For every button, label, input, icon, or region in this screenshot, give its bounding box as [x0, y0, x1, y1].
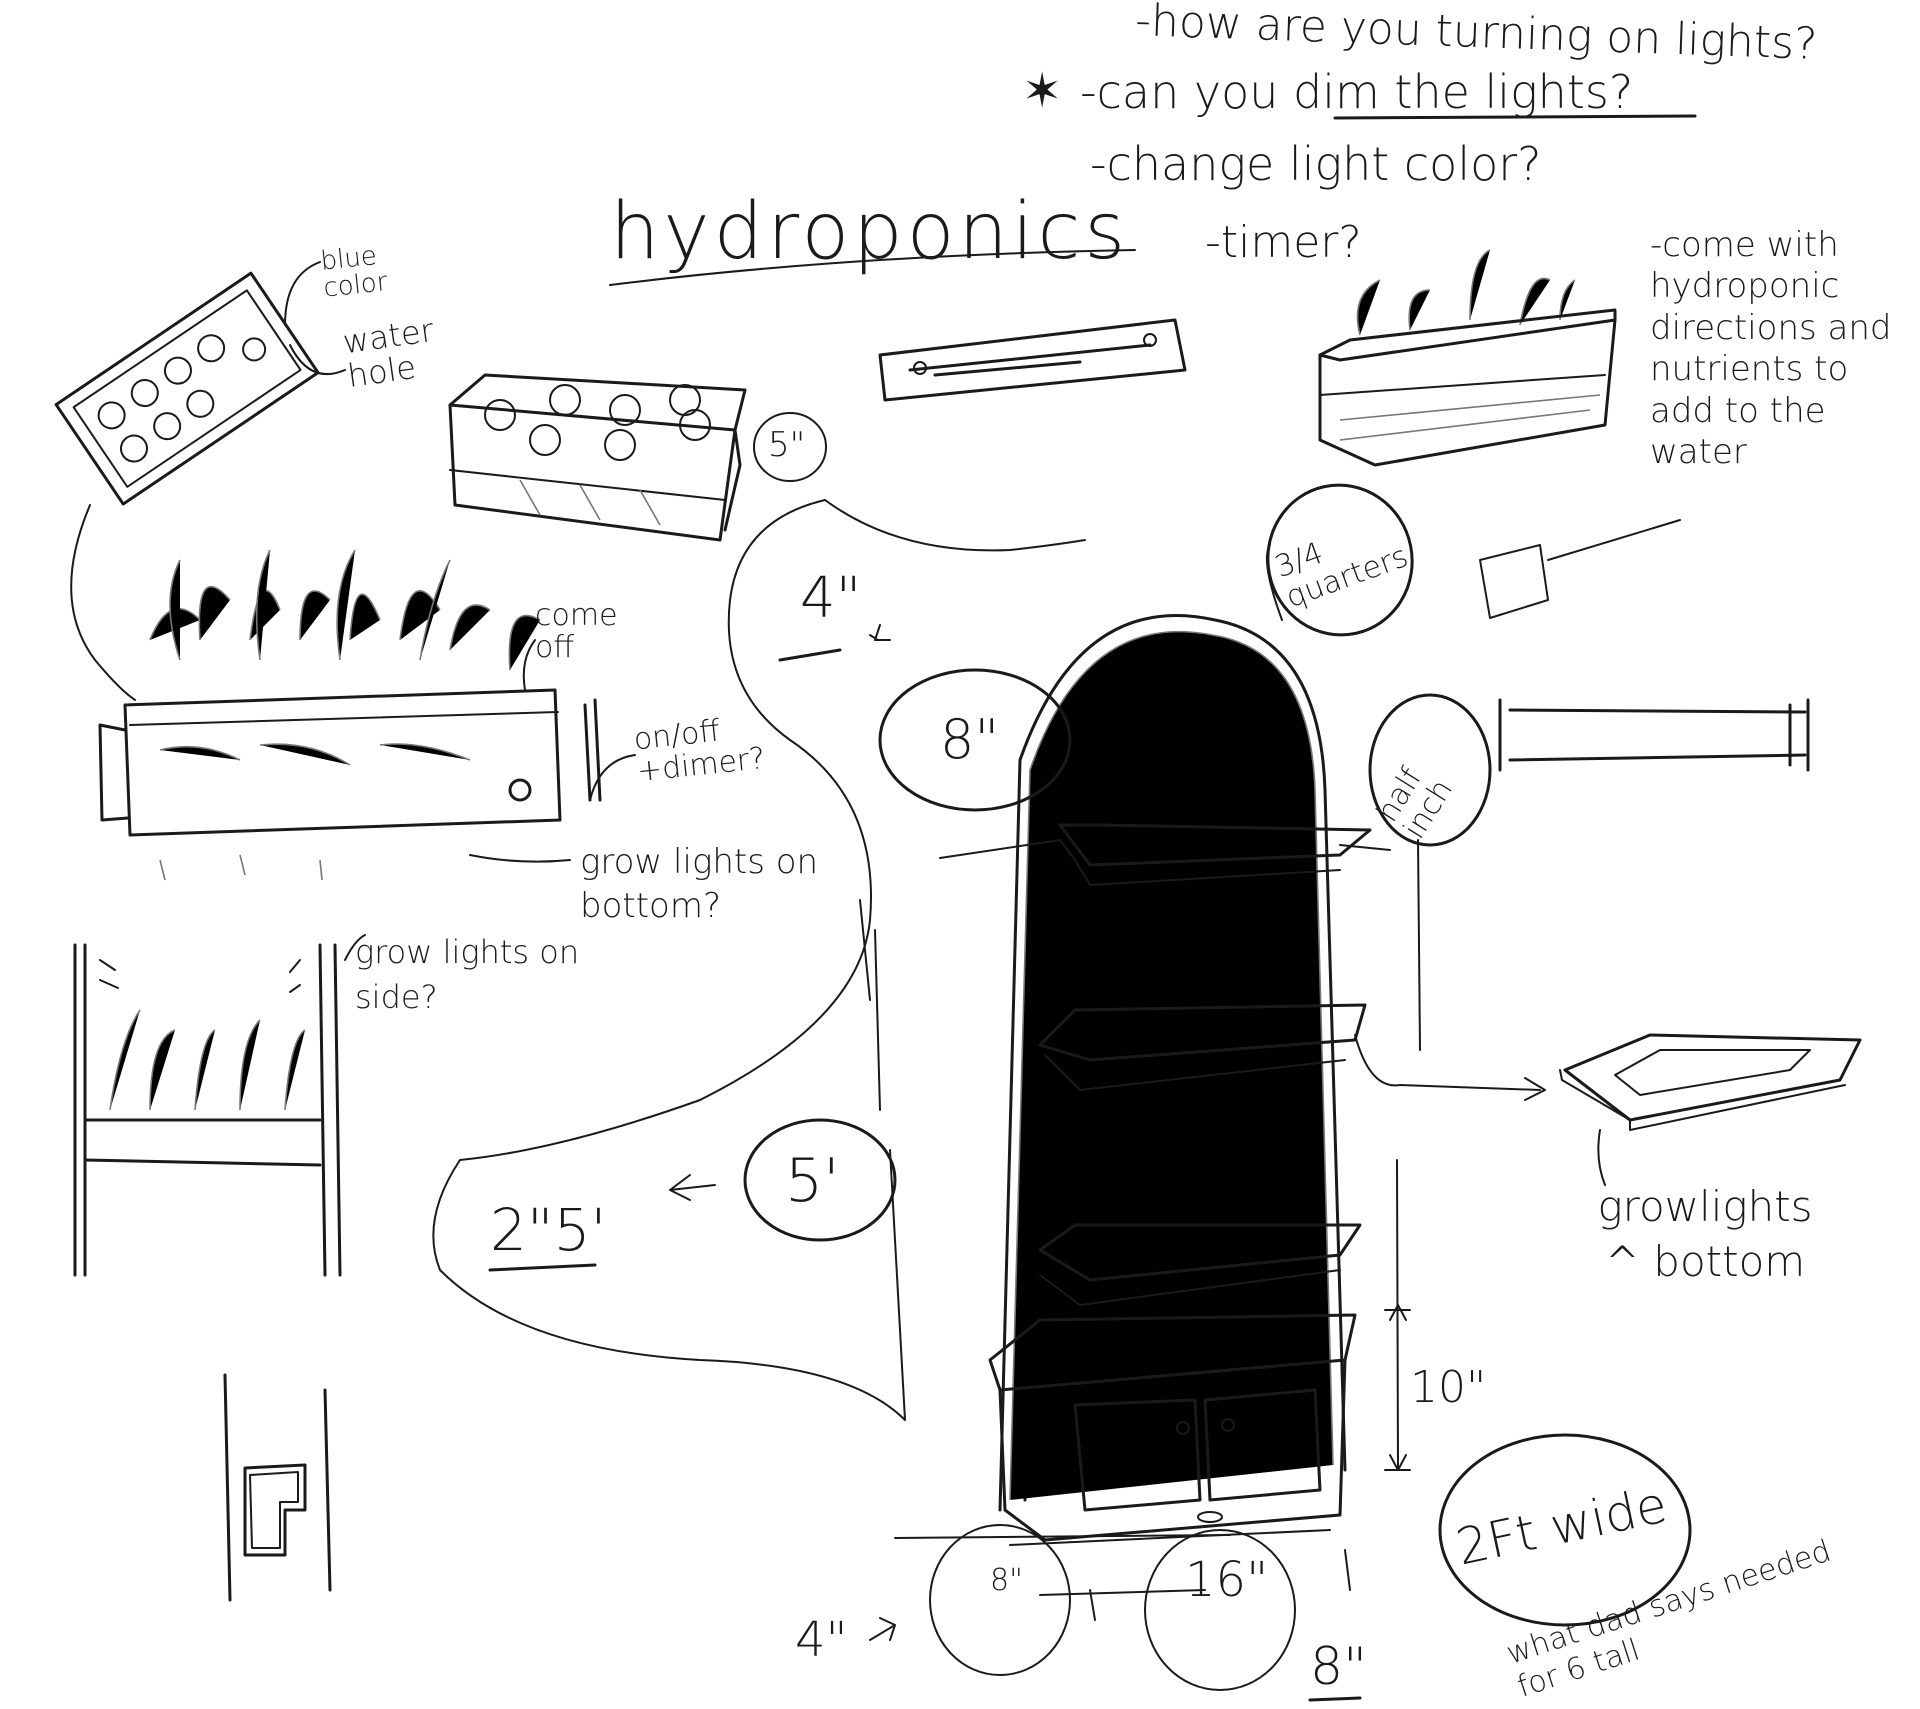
sixteen-tick-right [1344, 1549, 1351, 1591]
five-ft-arrow [669, 1174, 716, 1201]
dimension-10-line [1384, 1159, 1411, 1471]
star-mark: ✶ [1022, 63, 1063, 119]
water-hole-leader [289, 344, 346, 375]
four-inch-bottom-arrow [869, 1617, 896, 1641]
planter-top-view [54, 271, 320, 506]
label-come-with: -come with hydroponic directions and nut… [1650, 225, 1892, 473]
planter-link-curve [70, 504, 136, 701]
ellipse-half-inch [1368, 693, 1492, 847]
label-eight-inch: 8" [940, 708, 1000, 771]
arched-shelf-unit [939, 614, 1391, 1546]
question-timer: -timer? [1205, 217, 1362, 268]
question-dim-lights: -can you dim the lights? [1080, 65, 1634, 119]
label-five-ft: 5' [785, 1146, 840, 1216]
bottom-dimension-line [894, 1534, 1231, 1596]
planter-3d-right [1318, 249, 1617, 467]
outline-blob [432, 499, 906, 1421]
shelf-to-tray-arrowhead [1524, 1077, 1546, 1101]
label-eight-bottom: 8" [1310, 1637, 1368, 1697]
label-eight-small: 8" [990, 1563, 1023, 1598]
eight-inch-arrow [869, 624, 891, 641]
dim-underline [1333, 114, 1697, 120]
half-inch-leader [1417, 839, 1421, 1051]
label-come-off: come off [535, 598, 618, 665]
question-light-color: -change light color? [1090, 137, 1542, 191]
eight-bottom-underline [1308, 1696, 1362, 1702]
dimmer-leader [589, 754, 636, 801]
shelf-to-tray-arrow [1354, 1034, 1541, 1091]
label-sixteen-inch: 16" [1185, 1552, 1269, 1608]
label-five-inch: 5" [768, 425, 806, 465]
planter-box-3d [448, 373, 827, 542]
nutrients-box [1479, 519, 1681, 619]
label-two-five: 2"5' [490, 1196, 607, 1264]
label-grow-lights-side-q: grow lights on side? [355, 933, 580, 1016]
outline-blob-top [824, 499, 1086, 552]
label-four-inch: 4" [800, 566, 862, 631]
title-underline [609, 249, 1136, 286]
bracket-sketch [223, 1373, 332, 1602]
dimension-10-arrows [1389, 1304, 1407, 1471]
side-lights-planter [73, 934, 366, 1277]
growlight-tray [1559, 1033, 1862, 1186]
light-strip-top [878, 318, 1187, 402]
sixteen-tick-left [1089, 1589, 1096, 1621]
light-bar-right [1498, 698, 1810, 772]
blue-color-leader [284, 261, 321, 326]
label-blue-color: blue color [319, 241, 389, 304]
ellipse-5ft [743, 1118, 897, 1242]
label-four-inch-bottom: 4" [795, 1612, 848, 1668]
ellipse-8-small [929, 1524, 1071, 1676]
four-inch-underline [778, 648, 842, 662]
ellipse-8in [878, 668, 1072, 812]
long-planter-with-plants [98, 549, 602, 881]
ellipse-2ft-wide [1438, 1433, 1692, 1627]
two-five-underline [488, 1263, 597, 1272]
ellipse-16in [1144, 1529, 1296, 1691]
label-grow-lights-bottom-q: grow lights on bottom? [580, 842, 819, 927]
grow-lights-bottom-leader [469, 854, 571, 863]
label-grow-lights-bottom-right: growlights ^ bottom [1597, 1182, 1813, 1286]
page-title: hydroponics [610, 187, 1130, 277]
label-ten-inch: 10" [1410, 1362, 1487, 1413]
ellipse-3-4 [1266, 483, 1414, 637]
